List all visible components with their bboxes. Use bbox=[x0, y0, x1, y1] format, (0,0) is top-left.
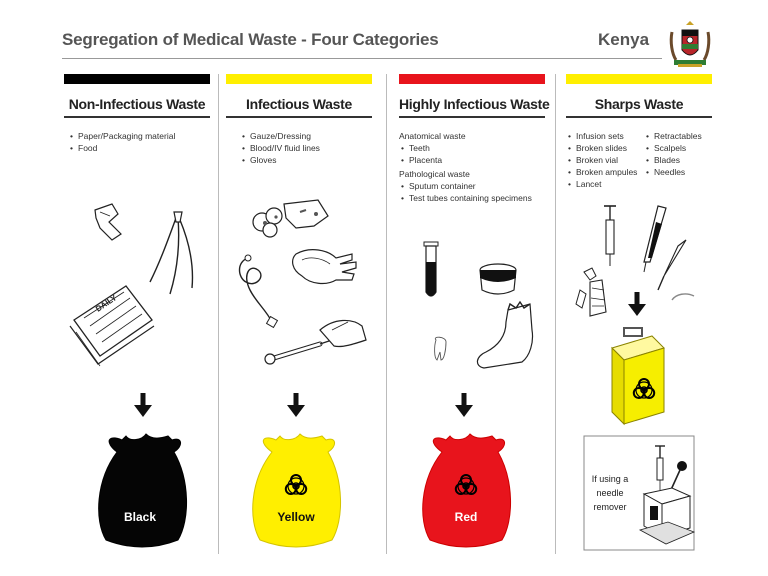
list-item: Infusion sets bbox=[566, 130, 644, 142]
tooth-icon bbox=[434, 336, 447, 361]
list-item: Sputum container bbox=[399, 180, 545, 192]
heading-underline bbox=[399, 116, 545, 118]
bag-label: Yellow bbox=[277, 510, 315, 524]
red-bag-icon: Red bbox=[422, 433, 511, 548]
list-item: Food bbox=[68, 142, 210, 154]
list-item: Placenta bbox=[399, 154, 545, 166]
list-item: Test tubes containing specimens bbox=[399, 192, 545, 204]
list-item: Retractables bbox=[644, 130, 702, 142]
list-item: Scalpels bbox=[644, 142, 702, 154]
iv-line-icon bbox=[238, 254, 279, 329]
column-heading: Highly Infectious Waste bbox=[399, 96, 550, 112]
bag-label: Black bbox=[124, 510, 156, 524]
column-heading: Sharps Waste bbox=[594, 96, 684, 112]
down-arrow-icon bbox=[134, 393, 152, 417]
syringe-hand-icon bbox=[264, 319, 367, 365]
paper-scrap-icon bbox=[94, 203, 122, 241]
color-bar-red bbox=[399, 74, 545, 84]
bag-label: Red bbox=[455, 510, 478, 524]
black-bag-icon: Black bbox=[98, 433, 187, 548]
remover-label: If using a bbox=[592, 474, 629, 484]
gauze-dressing-icon bbox=[252, 199, 329, 238]
list-item: Gauze/Dressing bbox=[240, 130, 372, 142]
list-item: Blades bbox=[644, 154, 702, 166]
needle-remover-panel: If using a needle remover bbox=[583, 435, 696, 551]
sharps-item-lists: Infusion sets Broken slides Broken vial … bbox=[566, 130, 712, 190]
down-arrow-icon bbox=[628, 292, 646, 316]
sharps-container-icon bbox=[611, 327, 665, 426]
needle-icon bbox=[671, 293, 695, 301]
down-arrow-icon bbox=[287, 393, 305, 417]
heading-underline bbox=[566, 116, 712, 118]
list-item: Broken slides bbox=[566, 142, 644, 154]
column-infectious: Infectious Waste Gauze/Dressing Blood/IV… bbox=[226, 74, 372, 166]
column-divider bbox=[555, 74, 556, 554]
remover-label: needle bbox=[596, 488, 623, 498]
color-bar-yellow bbox=[566, 74, 712, 84]
list-item: Blood/IV fluid lines bbox=[240, 142, 372, 154]
heading-underline bbox=[64, 116, 210, 118]
needle-remover-icon bbox=[638, 445, 696, 545]
scalpel-icon bbox=[657, 239, 687, 291]
down-arrow-icon bbox=[455, 393, 473, 417]
color-bar-yellow bbox=[226, 74, 372, 84]
color-bar-black bbox=[64, 74, 210, 84]
newspaper-icon: DAILY bbox=[69, 285, 155, 367]
list-item: Needles bbox=[644, 166, 702, 178]
waste-item-list: Teeth Placenta bbox=[399, 142, 545, 166]
list-item: Broken vial bbox=[566, 154, 644, 166]
column-heading: Non-Infectious Waste bbox=[68, 96, 206, 112]
column-non-infectious: Non-Infectious Waste Paper/Packaging mat… bbox=[64, 74, 210, 154]
waste-item-list: Retractables Scalpels Blades Needles bbox=[644, 130, 702, 190]
test-tube-icon bbox=[423, 241, 439, 297]
column-heading: Infectious Waste bbox=[246, 96, 352, 112]
column-divider bbox=[386, 74, 387, 554]
list-item: Lancet bbox=[566, 178, 644, 190]
column-divider bbox=[218, 74, 219, 554]
list-item: Broken ampules bbox=[566, 166, 644, 178]
yellow-bag-icon: Yellow bbox=[252, 433, 341, 548]
waste-item-list: Gauze/Dressing Blood/IV fluid lines Glov… bbox=[240, 130, 372, 166]
list-item: Teeth bbox=[399, 142, 545, 154]
waste-item-list: Paper/Packaging material Food bbox=[68, 130, 210, 154]
header-divider bbox=[62, 58, 662, 59]
column-highly-infectious: Highly Infectious Waste Anatomical waste… bbox=[399, 74, 550, 204]
waste-item-list: Infusion sets Broken slides Broken vial … bbox=[566, 130, 644, 190]
column-sharps: Sharps Waste Infusion sets Broken slides… bbox=[566, 74, 712, 190]
heading-underline bbox=[226, 116, 372, 118]
group-title: Anatomical waste bbox=[399, 131, 466, 141]
list-item: Paper/Packaging material bbox=[68, 130, 210, 142]
remover-label: remover bbox=[593, 502, 626, 512]
coat-of-arms-icon bbox=[666, 20, 714, 68]
sputum-container-icon bbox=[479, 263, 517, 295]
lancet-pen-icon bbox=[643, 205, 667, 273]
list-item: Gloves bbox=[240, 154, 372, 166]
waste-item-list: Sputum container Test tubes containing s… bbox=[399, 180, 545, 204]
syringe-icon bbox=[604, 205, 616, 266]
group-title: Pathological waste bbox=[399, 169, 470, 179]
banana-peel-icon bbox=[149, 211, 194, 295]
foot-icon bbox=[476, 300, 534, 369]
country-label: Kenya bbox=[598, 30, 650, 49]
page-title: Segregation of Medical Waste - Four Cate… bbox=[62, 30, 439, 49]
broken-vial-icon bbox=[575, 267, 607, 317]
gloves-icon bbox=[292, 249, 357, 285]
